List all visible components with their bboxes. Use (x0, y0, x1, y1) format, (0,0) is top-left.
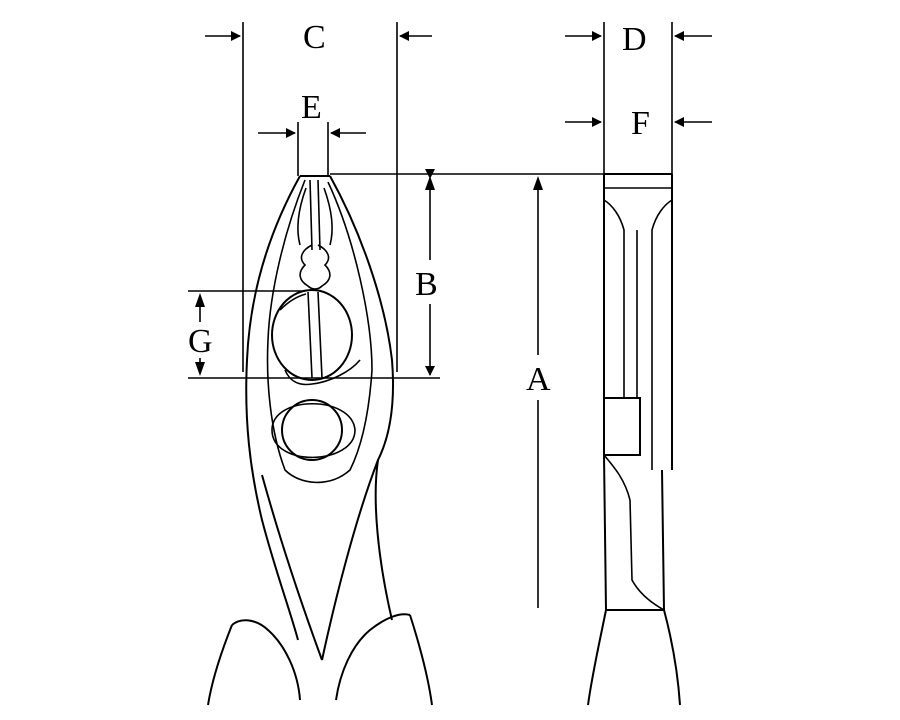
label-d: D (622, 21, 647, 58)
label-c: C (303, 19, 326, 56)
pliers-side-view (587, 173, 681, 706)
pliers-front-view (207, 175, 433, 706)
label-f: F (631, 105, 650, 142)
label-g: G (188, 323, 213, 360)
label-a: A (526, 361, 551, 398)
dimension-lines (188, 22, 712, 608)
label-b: B (415, 266, 438, 303)
label-e: E (301, 89, 322, 126)
